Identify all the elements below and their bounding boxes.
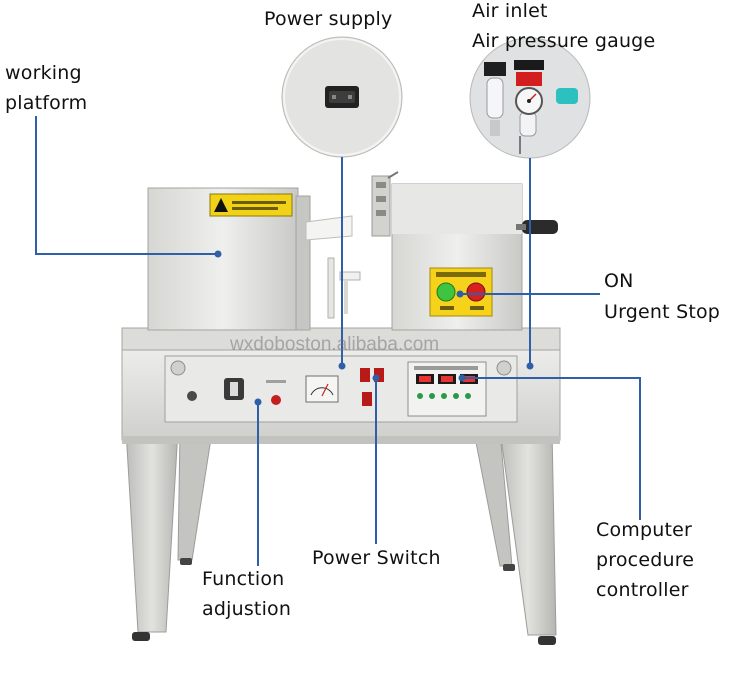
leader-working-platform [35,116,218,255]
label-function: Function [202,568,285,590]
air-inlet-zoom [469,37,591,159]
air-regulator-icon [484,60,578,154]
machine-legs [125,429,557,645]
label-procedure: procedure [596,549,695,571]
front-panel [187,361,487,417]
leader-endpoints [214,250,534,406]
controller-unit [407,361,487,417]
indicator-lamp [271,395,281,405]
on-button [436,282,456,302]
watermark: wxdoboston.alibaba.com [230,334,440,355]
power-switch-2 [374,368,384,382]
tube-holder-fixture [327,171,399,319]
label-working: working [5,62,82,84]
power-switch-1 [360,368,370,382]
pressure-gauge-icon [515,87,543,115]
urgent-stop-button [466,282,486,302]
label-controller: controller [596,579,689,601]
label-on: ON [604,270,634,292]
label-computer: Computer [596,519,693,541]
working-platform-housing [147,187,353,331]
label-power-switch: Power Switch [312,547,441,569]
ammeter [305,375,339,403]
label-urgent-stop: Urgent Stop [604,301,721,323]
warning-sticker [209,193,293,217]
leader-lines [35,116,641,566]
power-supply-zoom [281,36,403,158]
leader-controller [462,377,641,520]
label-air-inlet: Air inlet [472,0,548,22]
label-adjustion: adjustion [202,598,292,620]
power-socket-icon [325,86,359,108]
control-housing [391,183,558,331]
label-platform: platform [5,92,88,114]
label-power-supply: Power supply [264,8,393,30]
label-air-pressure-gauge: Air pressure gauge [472,30,656,52]
power-switch-3 [362,392,372,406]
